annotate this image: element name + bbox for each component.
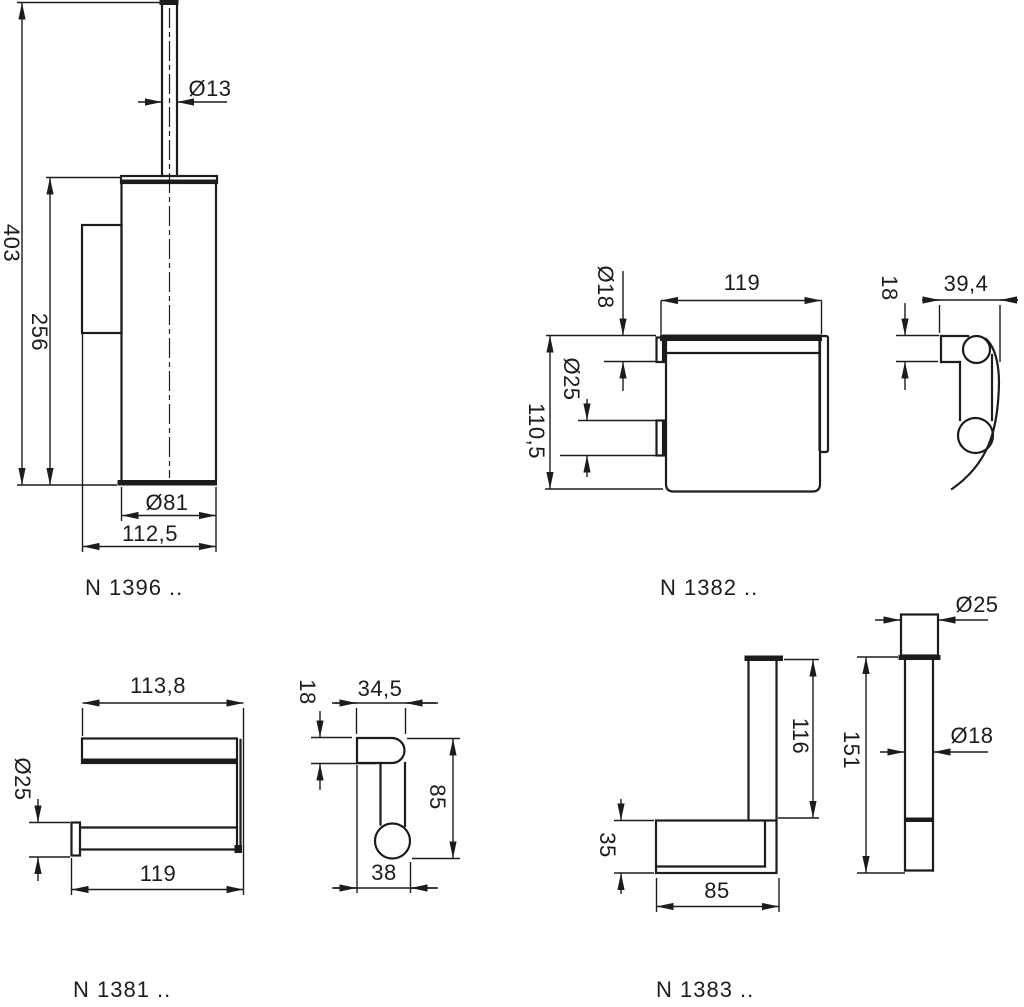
- n1381-side-view: [355, 736, 412, 860]
- dim-handle-diameter-n1396: Ø13: [188, 76, 232, 101]
- n1383-side-dimension-lines: [857, 616, 988, 874]
- dim-rod-diameter-n1383: Ø18: [950, 723, 994, 748]
- dim-cap-diameter-n1383: Ø25: [955, 592, 999, 617]
- n1382-front-dimension-lines: [545, 271, 823, 490]
- dim-top-width-n1381: 113,8: [130, 673, 186, 698]
- n1382-side-view: [939, 334, 1001, 491]
- dim-depth-n1396: 112,5: [122, 521, 178, 546]
- n1396-front-view: [80, 0, 219, 486]
- n1381-side-dimension-lines: [311, 699, 460, 893]
- dim-height-n1381: 85: [425, 784, 450, 810]
- dim-top-depth-n1381: 34,5: [357, 676, 403, 701]
- dim-container-diameter-n1396: Ø81: [145, 490, 189, 515]
- part-number-n1383: N 1383 ..: [656, 977, 755, 1002]
- dim-depth-n1381: 38: [371, 860, 397, 885]
- dim-plate-height-n1382: 18: [877, 275, 902, 301]
- n1396-dimension-lines: [17, 1, 227, 552]
- n1382-side-dimension-lines: [896, 296, 1018, 390]
- dim-roller-diameter-n1382: Ø25: [559, 357, 584, 401]
- dim-container-height-n1396: 256: [27, 312, 52, 352]
- dim-width-n1381: 119: [139, 861, 177, 886]
- dim-roller-diameter-n1381: Ø25: [10, 757, 35, 801]
- part-number-n1396: N 1396 ..: [85, 575, 184, 600]
- dim-total-height-n1396: 403: [0, 223, 24, 263]
- dim-bracket-height-n1383: 35: [595, 832, 620, 858]
- dim-height-n1382: 110,5: [524, 403, 549, 459]
- n1382-front-view: [655, 334, 830, 493]
- n1383-front-dimension-lines: [614, 658, 819, 912]
- dim-width-n1382: 119: [723, 270, 761, 295]
- n1381-front-dimension-lines: [29, 699, 245, 895]
- n1381-front-view: [70, 737, 242, 857]
- n1383-side-view: [898, 613, 941, 872]
- dim-plate-height-n1381: 18: [295, 679, 320, 705]
- dim-bracket-width-n1383: 85: [704, 878, 730, 903]
- part-number-n1381: N 1381 ..: [73, 977, 172, 1002]
- dim-total-height-n1383: 151: [839, 730, 864, 770]
- dim-depth-n1382: 39,4: [943, 271, 989, 296]
- dim-pin-diameter-n1382: Ø18: [593, 265, 618, 309]
- n1383-front-view: [654, 655, 783, 875]
- dim-rod-height-n1383: 116: [788, 717, 813, 755]
- part-number-n1382: N 1382 ..: [660, 575, 759, 600]
